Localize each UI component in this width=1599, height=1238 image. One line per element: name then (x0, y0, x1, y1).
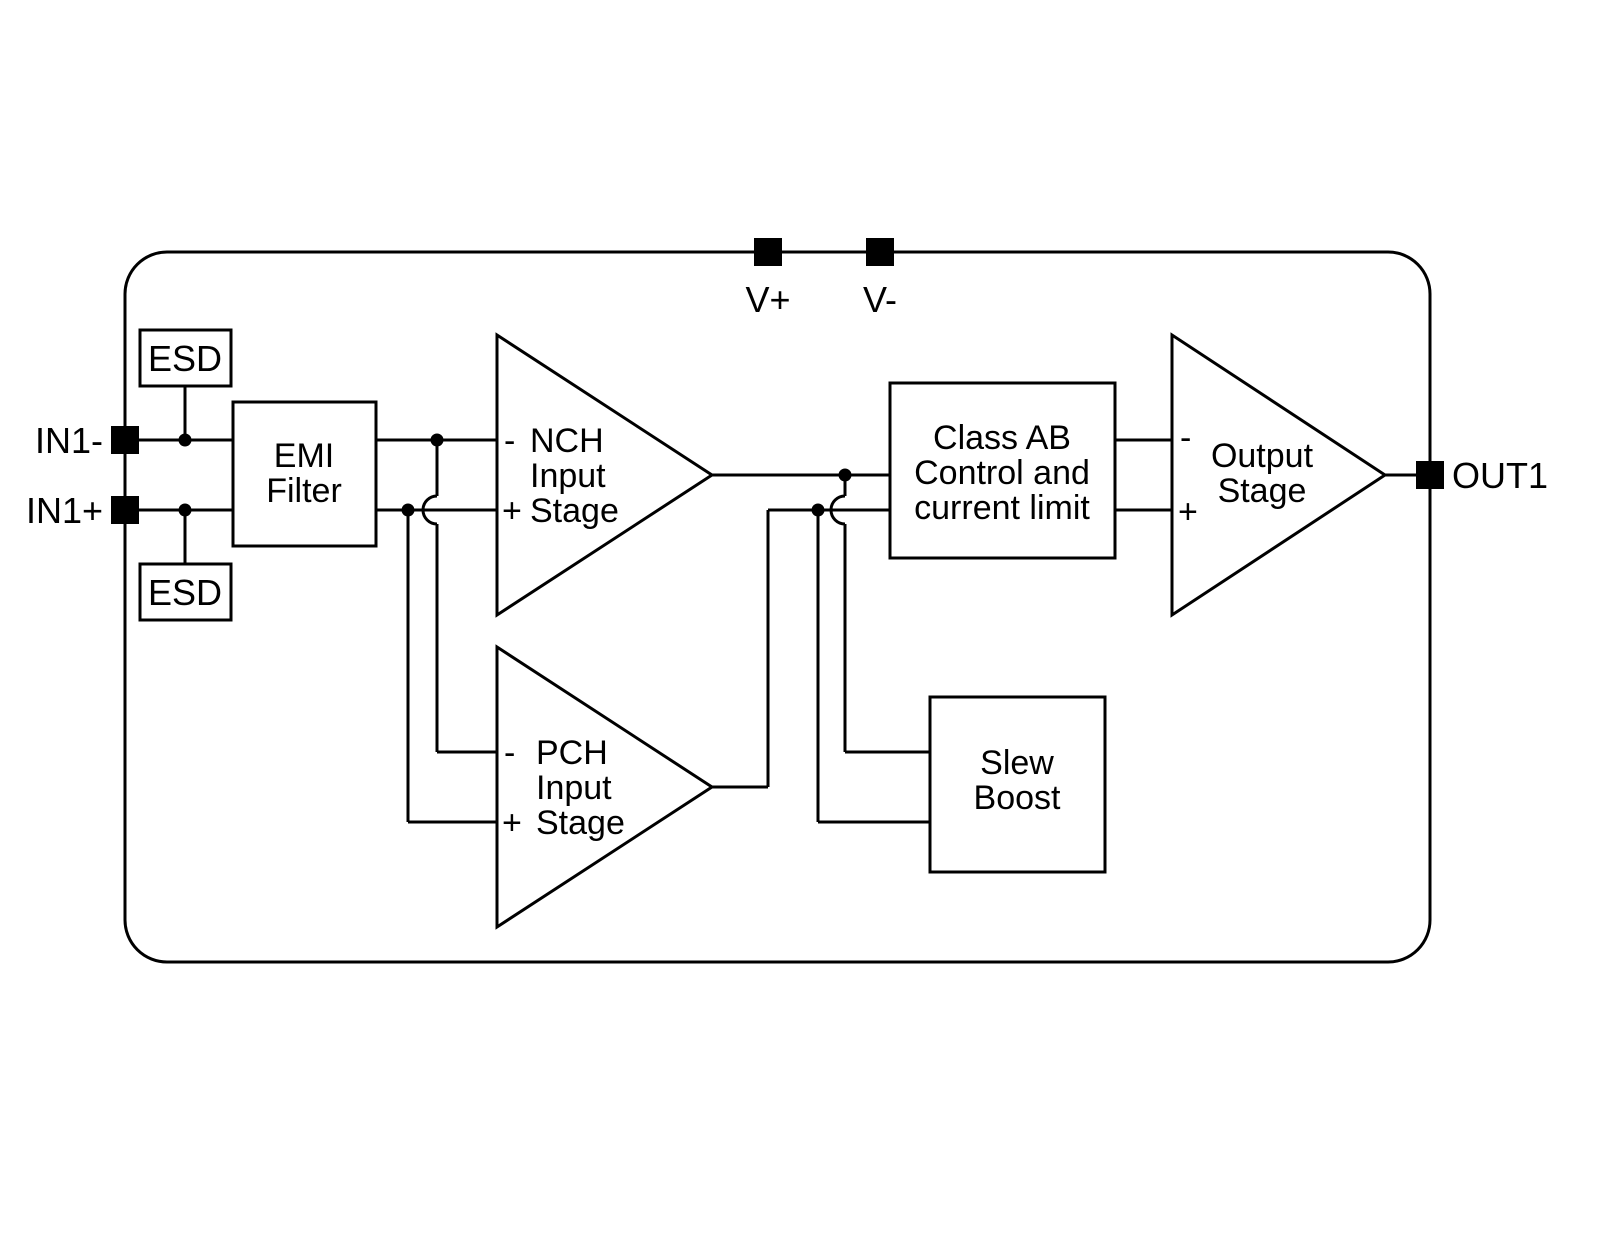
junction-slew-tap1 (838, 468, 852, 482)
vplus-pad (754, 238, 782, 266)
nch-minus-sign: - (504, 422, 515, 460)
junction-esd-top (178, 433, 192, 447)
esd-top-label: ESD (148, 338, 222, 379)
pch-label-line3: Stage (536, 804, 625, 842)
junction-pch-plus-tap (401, 503, 415, 517)
pch-minus-sign: - (504, 734, 515, 772)
slew-boost-box (928, 695, 1107, 874)
chip-boundary (123, 250, 1432, 964)
junction-pch-minus-tap (430, 433, 444, 447)
pch-plus-sign: + (502, 804, 522, 842)
wires (139, 386, 1416, 824)
output-plus-sign: + (1178, 493, 1198, 531)
pch-label-line2: Input (536, 769, 612, 807)
wire-hop-middle (829, 494, 846, 526)
emi-label-line1: EMI (274, 437, 334, 475)
junction-slew-tap2 (811, 503, 825, 517)
output-minus-sign: - (1180, 419, 1191, 457)
pch-label-line1: PCH (536, 734, 608, 772)
emi-label-line2: Filter (266, 472, 342, 510)
nch-label-line2: Input (530, 457, 606, 495)
in1-plus-label: IN1+ (26, 490, 103, 531)
emi-filter-box (231, 400, 378, 548)
in1-minus-pad (111, 426, 139, 454)
nch-input-stage-triangle (495, 332, 715, 618)
slew-label-line2: Boost (974, 779, 1061, 817)
class-ab-box (888, 381, 1117, 560)
in1-minus-label: IN1- (35, 420, 103, 461)
classab-label-line3: current limit (914, 489, 1090, 527)
vminus-label: V- (863, 279, 897, 320)
esd-top-box (138, 328, 233, 388)
out1-pad (1416, 461, 1444, 489)
nch-label-line3: Stage (530, 492, 619, 530)
pch-input-stage-triangle (495, 644, 715, 930)
output-stage-triangle (1170, 332, 1388, 618)
vminus-pad (866, 238, 894, 266)
nch-label-line1: NCH (530, 422, 604, 460)
in1-plus-pad (111, 496, 139, 524)
classab-label-line1: Class AB (933, 419, 1071, 457)
classab-label-line2: Control and (914, 454, 1090, 492)
output-label-line2: Stage (1218, 472, 1307, 510)
esd-bottom-label: ESD (148, 572, 222, 613)
esd-bottom-box (138, 562, 233, 622)
wire-hop-left (421, 494, 438, 526)
slew-label-line1: Slew (980, 744, 1054, 782)
junction-esd-bottom (178, 503, 192, 517)
nch-plus-sign: + (502, 492, 522, 530)
output-label-line1: Output (1211, 437, 1314, 475)
vplus-label: V+ (745, 279, 790, 320)
out1-label: OUT1 (1452, 455, 1548, 496)
